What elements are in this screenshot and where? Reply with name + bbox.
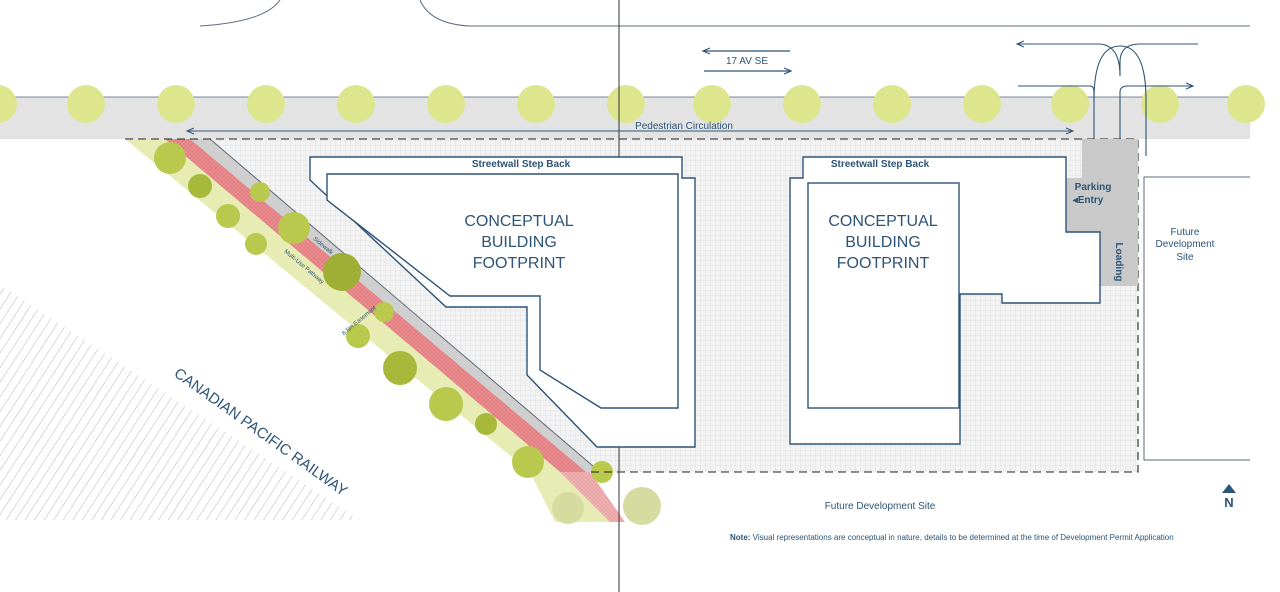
railway-tracks: [0, 285, 360, 520]
parking-loading-area: [1066, 139, 1138, 286]
curb-line: [199, 0, 281, 27]
street-trees: [0, 85, 1265, 123]
building-2-footprint: [807, 182, 960, 409]
future-east-line-1: Future: [1171, 227, 1200, 238]
street-name: 17 AV SE: [726, 56, 768, 67]
loading-label: Loading: [1113, 243, 1124, 282]
building-1: [309, 156, 696, 448]
building-1-stepback-label: Streetwall Step Back: [472, 159, 571, 170]
building-1-footprint: [326, 173, 679, 409]
curb-line: [419, 0, 1250, 27]
multi-use-pathway: [165, 139, 586, 472]
traffic-arrows: [701, 40, 1198, 159]
future-south-label: Future Development Site: [825, 501, 936, 512]
building-1-title-line-1: CONCEPTUAL: [464, 213, 573, 230]
building-1-title-line-2: BUILDING: [481, 234, 557, 251]
future-east-line-3: Site: [1176, 252, 1194, 263]
north-arrow-icon: [1222, 484, 1236, 493]
building-2-title-line-1: CONCEPTUAL: [828, 213, 937, 230]
building-1-title-line-3: FOOTPRINT: [473, 255, 566, 272]
future-east-parcel: [1143, 176, 1250, 461]
building-2-title-line-2: BUILDING: [845, 234, 921, 251]
building-2-stepback-label: Streetwall Step Back: [831, 159, 930, 170]
parking-label-line-1: Parking: [1075, 182, 1112, 193]
pedestrian-circulation-label: Pedestrian Circulation: [635, 121, 733, 132]
future-east-line-2: Development: [1156, 239, 1215, 250]
parking-label-line-2: ◂Entry: [1072, 195, 1104, 206]
site-boundary: [125, 138, 1139, 473]
building-2: [789, 156, 1101, 445]
note-prefix: Note:: [730, 533, 751, 542]
building-2-title-line-3: FOOTPRINT: [837, 255, 930, 272]
disclaimer-note: Note: Visual representations are concept…: [730, 533, 1260, 542]
north-label: N: [1224, 495, 1233, 510]
pathway-trees: [154, 142, 661, 525]
note-text: Visual representations are conceptual in…: [750, 533, 1174, 542]
pedestrian-arrow: [185, 127, 1075, 135]
